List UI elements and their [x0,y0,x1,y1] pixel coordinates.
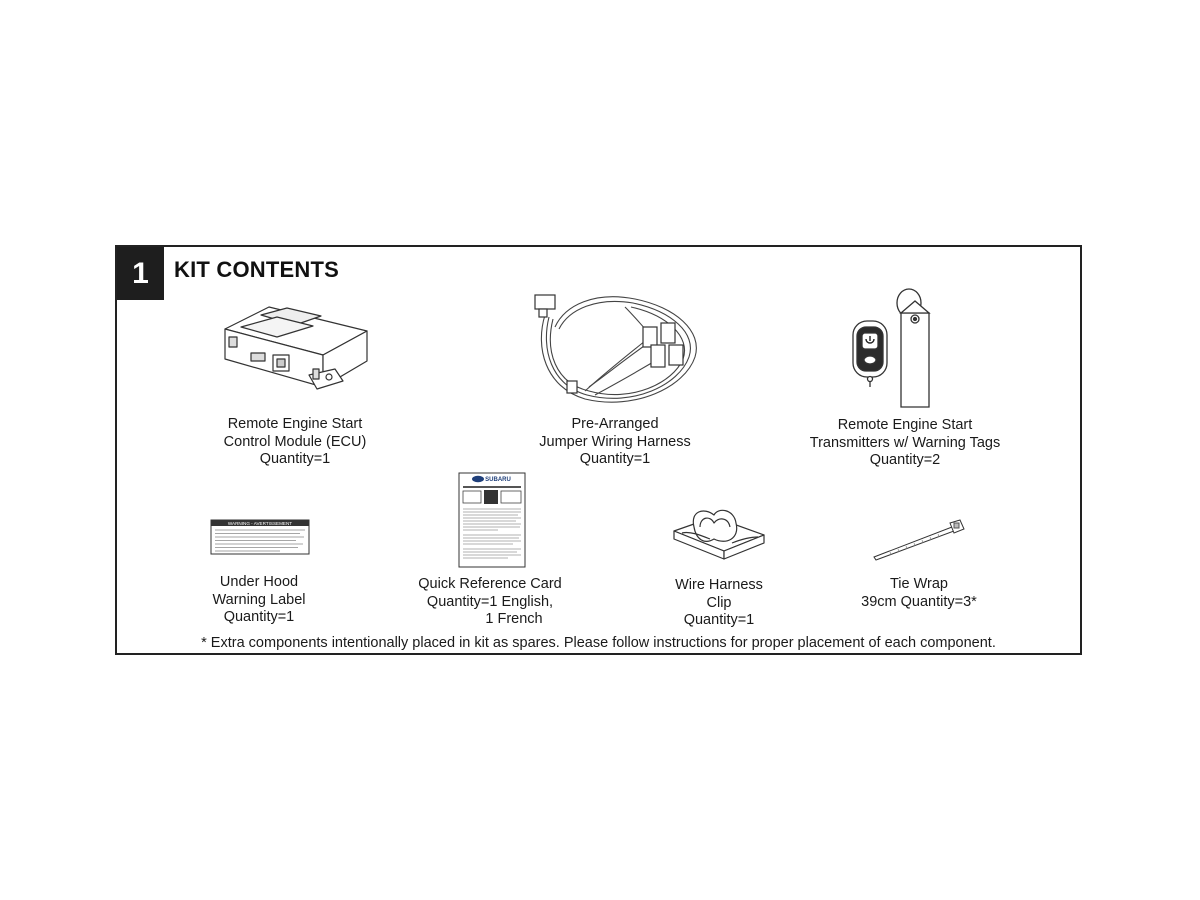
warning-label-icon: WARNING - AVERTISSEMENT [210,519,310,555]
step-number-badge: 1 [117,247,164,300]
clip-caption: Wire Harness Clip Quantity=1 [675,577,763,628]
tie-wrap-icon [873,519,965,561]
wiring-harness-icon [534,294,697,403]
ecu-module-icon [224,306,368,390]
section-title: KIT CONTENTS [174,257,339,282]
warning-label-text: WARNING - AVERTISSEMENT [228,521,292,526]
ecu-caption: Remote Engine Start Control Module (ECU)… [223,416,367,467]
kit-contents-panel: 1 KIT CONTENTS Remote Engine Start Contr… [115,245,1082,655]
tie-wrap-caption: Tie Wrap 39cm Quantity=3* [861,576,977,610]
wire-harness-clip-icon [673,509,765,560]
card-brand-text: SUBARU [485,477,511,483]
spares-footnote: * Extra components intentionally placed … [201,635,996,651]
warning-label-caption: Under Hood Warning Label Quantity=1 [212,574,306,625]
transmitter-fob-icon [852,288,931,408]
quick-reference-card-icon: SUBARU [458,472,526,568]
harness-caption: Pre-Arranged Jumper Wiring Harness Quant… [539,416,691,467]
reference-card-caption: Quick Reference Card Quantity=1 English,… [418,576,562,627]
transmitters-caption: Remote Engine Start Transmitters w/ Warn… [809,417,1001,468]
